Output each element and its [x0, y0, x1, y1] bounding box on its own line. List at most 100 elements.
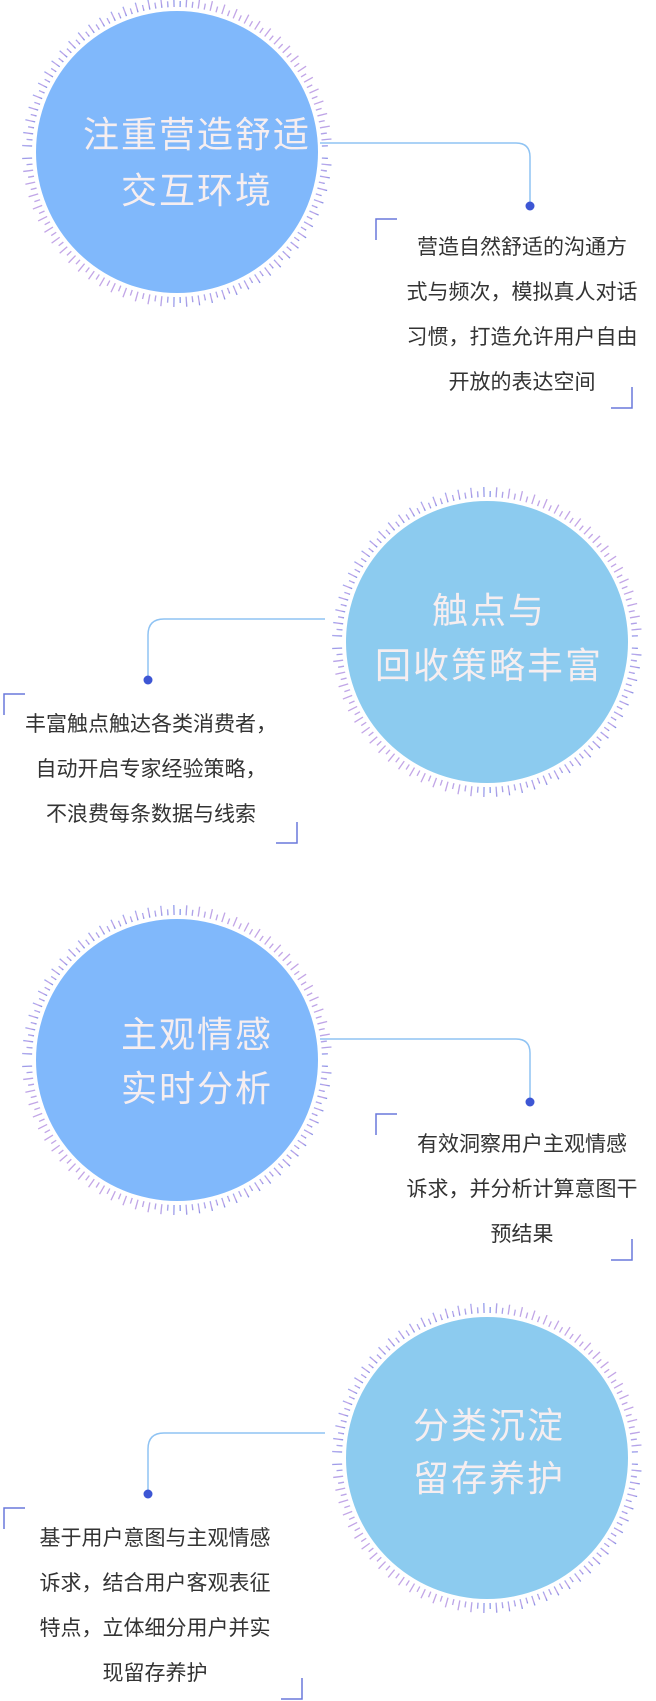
- ticks-4-tick: [347, 1521, 358, 1528]
- ticks-4-tick: [600, 1547, 609, 1555]
- ticks-3-tick: [98, 925, 106, 935]
- ticks-2-tick: [457, 489, 461, 500]
- ticks-4-tick: [578, 1341, 584, 1347]
- ticks-3-tick: [68, 1163, 77, 1172]
- ticks-4-tick: [338, 1499, 349, 1504]
- ticks-3-tick: [26, 1071, 33, 1074]
- ticks-1-tick: [320, 169, 327, 172]
- ticks-4-tick: [340, 1493, 347, 1497]
- feature-1-connector: [320, 142, 531, 203]
- ticks-2-tick: [405, 764, 410, 770]
- ticks-4-tick: [548, 1588, 552, 1595]
- ticks-4-tick: [621, 1401, 628, 1406]
- ticks-3-tick: [160, 1204, 163, 1215]
- ticks-1-tick: [44, 221, 51, 226]
- ticks-3-tick: [23, 1039, 34, 1043]
- ticks-4-tick: [427, 1591, 432, 1598]
- ticks-3-tick: [318, 1027, 325, 1031]
- ticks-2-tick: [507, 488, 511, 499]
- ticks-2-tick: [564, 764, 571, 774]
- ticks-1-tick: [25, 119, 36, 123]
- feature-2-description: 丰富触点触达各类消费者， 自动开启专家经验策略， 不浪费每条数据与线索: [25, 712, 277, 826]
- ticks-2-tick: [630, 622, 637, 625]
- ticks-1-tick: [264, 28, 272, 37]
- ticks-2-tick: [416, 770, 421, 777]
- ticks-1-tick: [286, 52, 292, 58]
- ticks-2-tick: [354, 568, 361, 573]
- ticks-3-tick: [311, 1003, 318, 1008]
- ticks-2-tick: [519, 490, 524, 501]
- ticks-4-tick: [432, 1312, 438, 1323]
- ticks-4-tick: [542, 1591, 548, 1602]
- ticks-4-tick: [623, 1505, 634, 1510]
- ticks-1-tick: [209, 293, 214, 304]
- ticks-4-tick: [553, 1586, 560, 1596]
- ticks-1-tick: [248, 20, 254, 27]
- ticks-3-tick: [254, 1182, 261, 1192]
- ticks-2-tick: [416, 507, 421, 514]
- ticks-3-tick: [160, 905, 163, 916]
- ticks-2-tick: [501, 786, 504, 793]
- ticks-4-tick: [347, 1388, 358, 1395]
- ticks-3-tick: [268, 943, 274, 949]
- ticks-3-tick: [277, 951, 284, 957]
- ticks-1-tick: [313, 100, 324, 105]
- ticks-4-tick: [519, 1306, 524, 1317]
- ticks-3-tick: [232, 1193, 238, 1204]
- ticks-4-tick: [398, 1330, 405, 1340]
- ticks-2-tick: [368, 731, 374, 737]
- ticks-1-tick: [38, 89, 45, 94]
- ticks-4-tick: [405, 1580, 410, 1586]
- ticks-2-tick: [600, 731, 609, 739]
- ticks-1-tick: [319, 175, 330, 179]
- ticks-3-tick: [243, 1188, 250, 1198]
- ticks-3-tick: [264, 1175, 272, 1184]
- feature-4-bracket-bottom: [281, 1678, 303, 1700]
- ticks-3-tick: [303, 984, 314, 991]
- ticks-3-tick: [50, 1139, 57, 1145]
- ticks-4-tick: [542, 1314, 548, 1325]
- ticks-4-tick: [354, 1384, 361, 1389]
- ticks-3-tick: [44, 986, 51, 991]
- ticks-2-tick: [451, 494, 455, 501]
- ticks-4-tick: [536, 1593, 541, 1600]
- ticks-4-tick: [470, 1602, 473, 1613]
- ticks-1-tick: [30, 187, 37, 191]
- ticks-4-tick: [416, 1586, 421, 1593]
- ticks-2-tick: [340, 603, 347, 607]
- ticks-4-tick: [361, 1366, 371, 1374]
- feature-2-graphic: 触点与 回收策略丰富: [3, 487, 642, 844]
- ticks-1-tick: [321, 163, 332, 166]
- ticks-4-tick: [583, 1342, 592, 1351]
- ticks-4-tick: [629, 1431, 640, 1435]
- ticks-1-tick: [268, 263, 274, 269]
- ticks-3-tick: [290, 963, 299, 971]
- ticks-1-tick: [28, 126, 35, 129]
- ticks-4-tick: [564, 1326, 571, 1336]
- ticks-4-tick: [603, 1542, 610, 1548]
- feature-2-tick-ring: [332, 487, 642, 797]
- ticks-4-tick: [361, 1542, 371, 1550]
- ticks-3-tick: [321, 1046, 332, 1049]
- ticks-1-tick: [134, 2, 139, 13]
- ticks-2-tick: [378, 530, 387, 539]
- ticks-1-tick: [277, 43, 284, 49]
- ticks-4-tick: [631, 1444, 642, 1447]
- ticks-4-tick: [628, 1425, 635, 1429]
- ticks-2-tick: [470, 786, 473, 797]
- ticks-3-tick: [232, 916, 238, 927]
- ticks-1-tick: [290, 241, 299, 249]
- ticks-1-tick: [25, 181, 36, 185]
- ticks-2-tick: [625, 597, 632, 601]
- ticks-3-tick: [264, 936, 272, 945]
- ticks-3-tick: [300, 1134, 307, 1139]
- ticks-2-tick: [432, 777, 438, 788]
- ticks-1-tick: [203, 294, 206, 301]
- ticks-3-tick: [28, 1034, 35, 1037]
- ticks-3-tick: [290, 1149, 299, 1157]
- ticks-4-tick: [336, 1469, 343, 1472]
- ticks-3-tick: [95, 932, 100, 938]
- ticks-1-tick: [303, 221, 314, 228]
- ticks-4-tick: [336, 1444, 343, 1447]
- ticks-2-tick: [387, 753, 396, 762]
